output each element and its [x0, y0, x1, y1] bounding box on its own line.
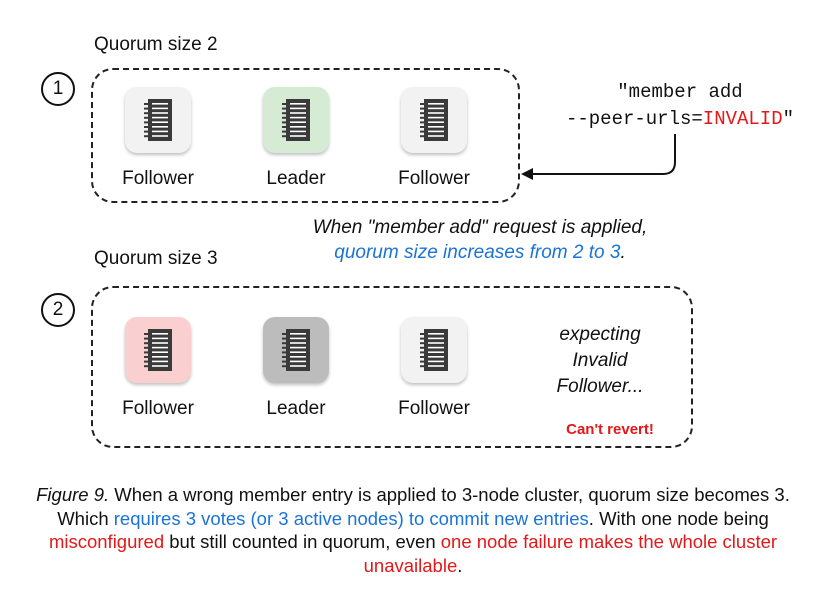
command-invalid-value: INVALID: [702, 108, 783, 130]
node-leader: Leader: [236, 87, 356, 190]
node-invalid-follower: Follower: [98, 317, 218, 420]
step-number-1: 1: [41, 72, 75, 106]
caption-highlight-misconfigured: misconfigured: [48, 531, 165, 552]
node-leader: Leader: [236, 317, 356, 420]
node-role-label: Follower: [122, 398, 194, 419]
cant-revert-warning: Can't revert!: [566, 421, 654, 438]
quorum-label-step-2: Quorum size 3: [94, 248, 218, 269]
step-number-2: 2: [41, 293, 75, 327]
server-rack-glyph: [282, 329, 310, 371]
expecting-line: Invalid: [572, 350, 628, 371]
note-line-1: When "member add" request is applied,: [312, 217, 648, 238]
expecting-line: Follower...: [556, 376, 644, 397]
command-closing-quote: ": [782, 108, 795, 130]
node-role-label: Leader: [266, 398, 326, 419]
node-role-label: Follower: [398, 398, 470, 419]
note-highlight: quorum size increases from 2 to 3: [334, 242, 621, 263]
caption-text: .: [457, 554, 463, 576]
cluster-box-step-1: [91, 68, 520, 203]
transition-note: When "member add" request is applied, qu…: [270, 215, 690, 265]
server-rack-icon: [263, 317, 329, 383]
server-rack-icon: [401, 317, 467, 383]
node-role-label: Follower: [398, 168, 470, 189]
expecting-note: expecting Invalid Follower...: [540, 322, 660, 400]
expecting-line: expecting: [559, 324, 641, 345]
server-rack-glyph: [282, 99, 310, 141]
node-follower: Follower: [374, 317, 494, 420]
server-rack-glyph: [420, 329, 448, 371]
note-line-2: quorum size increases from 2 to 3.: [270, 240, 690, 265]
server-rack-icon: [125, 317, 191, 383]
node-follower-2: Follower: [374, 87, 494, 190]
caption-text: but still counted in quorum, even: [164, 531, 441, 552]
node-follower-1: Follower: [98, 87, 218, 190]
figure-caption: Figure 9. When a wrong member entry is a…: [20, 483, 806, 577]
server-rack-icon: [401, 87, 467, 153]
command-line-1: "member add: [617, 81, 743, 103]
member-add-command: "member add --peer-urls=INVALID": [540, 79, 820, 133]
server-rack-icon: [263, 87, 329, 153]
cluster-box-step-2: [91, 286, 693, 448]
server-rack-icon: [125, 87, 191, 153]
command-flag: --peer-urls=: [565, 108, 703, 130]
figure-label: Figure 9.: [36, 484, 110, 505]
quorum-label-step-1: Quorum size 2: [94, 34, 218, 55]
node-role-label: Leader: [266, 168, 326, 189]
caption-text: . With one node being: [588, 507, 769, 529]
caption-highlight-failure: one node failure makes the whole cluster…: [363, 531, 778, 576]
caption-text: When a wrong member entry is applied to …: [57, 484, 790, 529]
server-rack-glyph: [420, 99, 448, 141]
node-role-label: Follower: [122, 168, 194, 189]
command-arrow-icon: [521, 134, 676, 180]
server-rack-glyph: [144, 99, 172, 141]
command-line-2: --peer-urls=INVALID": [540, 106, 820, 133]
caption-highlight-votes: requires 3 votes (or 3 active nodes) to …: [113, 507, 589, 529]
note-period: .: [620, 242, 626, 263]
server-rack-glyph: [144, 329, 172, 371]
